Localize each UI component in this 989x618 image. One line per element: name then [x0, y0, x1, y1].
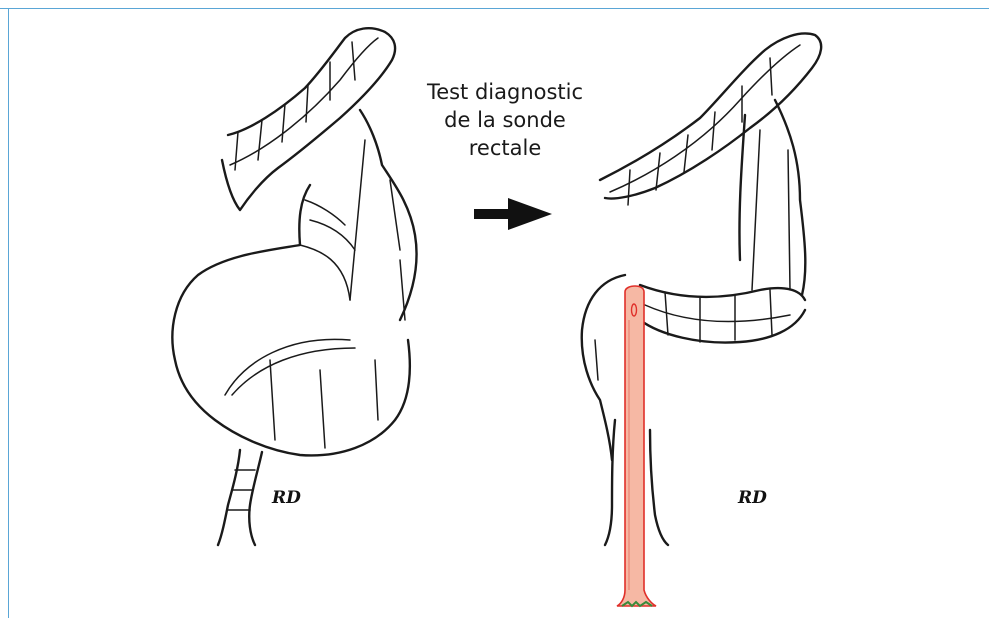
signature-left: RD: [272, 488, 301, 508]
colon-after-illustration: [582, 33, 821, 545]
colon-before-illustration: [172, 28, 416, 545]
signature-right: RD: [738, 488, 767, 508]
right-arrow-icon: [474, 198, 552, 230]
